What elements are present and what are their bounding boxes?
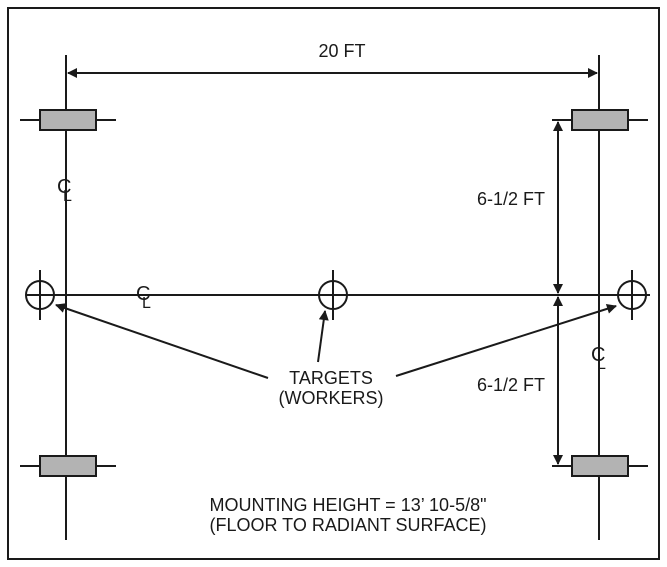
centerline-symbol-left: C L	[57, 176, 72, 205]
upper-spacing-label-bg	[470, 186, 552, 212]
centerline-symbol-middle: C L	[136, 283, 151, 312]
svg-text:L: L	[63, 188, 72, 205]
lower-spacing-label-bg	[470, 372, 552, 398]
centerline-symbol-right: C L	[591, 344, 606, 373]
mounting-height-subnote: (FLOOR TO RADIANT SURFACE)	[209, 515, 486, 535]
upper-spacing-label: 6-1/2 FT	[477, 189, 545, 209]
target-right	[617, 270, 647, 320]
lower-spacing-label: 6-1/2 FT	[477, 375, 545, 395]
heater-top-left	[20, 109, 116, 131]
svg-text:C: C	[591, 344, 605, 366]
svg-text:C: C	[136, 283, 150, 305]
target-left	[25, 270, 55, 320]
mounting-height-note: MOUNTING HEIGHT = 13’ 10-5/8"	[210, 495, 487, 515]
svg-text:L: L	[597, 356, 606, 373]
leader-arrow-right	[395, 303, 617, 377]
heater-bottom-right	[552, 455, 648, 477]
targets-label: TARGETS	[289, 368, 373, 388]
svg-text:C: C	[57, 176, 71, 198]
svg-text:L: L	[142, 295, 151, 312]
heater-bottom-left	[20, 455, 116, 477]
workers-label: (WORKERS)	[279, 388, 384, 408]
leader-arrow-left	[55, 303, 269, 379]
diagram-frame	[7, 7, 660, 560]
leader-arrow-center	[317, 310, 329, 363]
width-dimension-label: 20 FT	[318, 41, 365, 61]
heater-top-right	[552, 109, 648, 131]
target-center	[318, 270, 348, 320]
